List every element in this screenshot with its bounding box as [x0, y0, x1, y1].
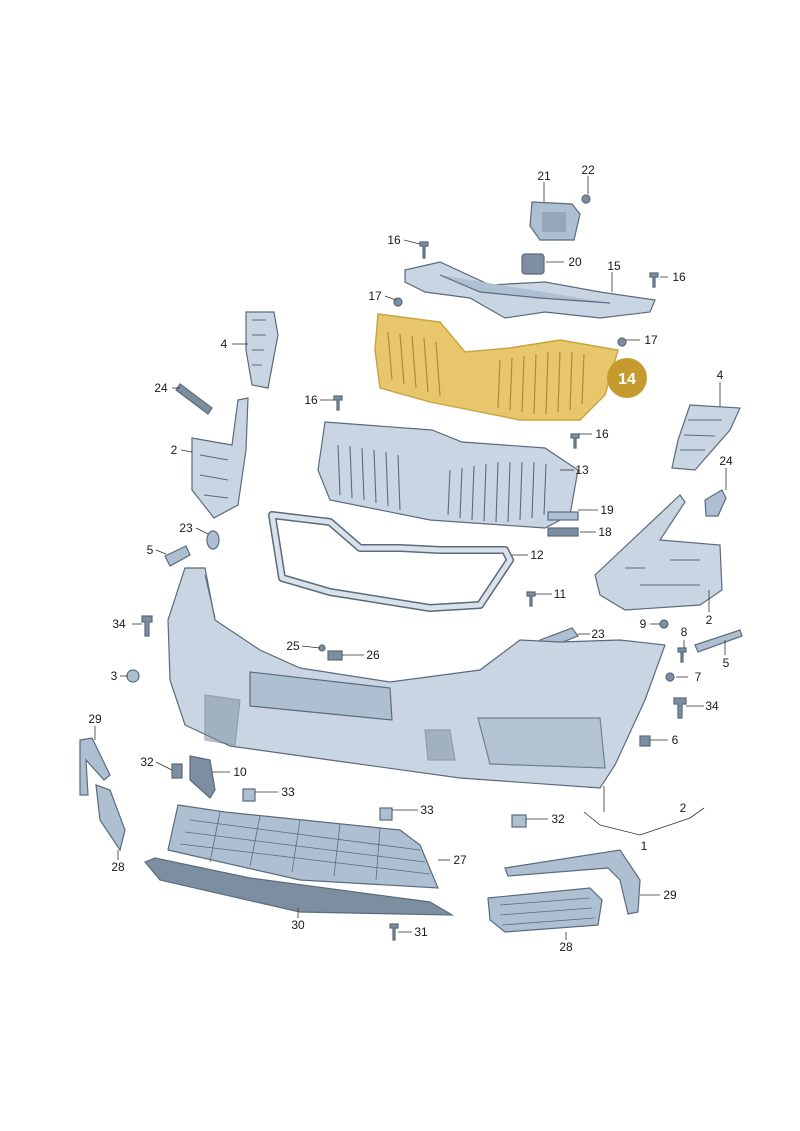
highlight-badge-14: 14	[607, 358, 647, 398]
callout-5: 5	[147, 543, 154, 557]
callout-29: 29	[88, 712, 102, 726]
callout-11: 11	[554, 587, 567, 601]
part-2-guide-right[interactable]	[594, 494, 723, 611]
callout-28: 28	[559, 940, 573, 954]
callout-4: 4	[221, 337, 228, 351]
part-17-clip-right[interactable]	[617, 337, 627, 347]
part-3-cap[interactable]	[126, 669, 140, 683]
callout-15: 15	[607, 259, 621, 273]
callout-24: 24	[154, 381, 168, 395]
part-2-guide-left[interactable]	[191, 397, 249, 519]
callout-16: 16	[595, 427, 609, 441]
part-7-nut[interactable]	[665, 672, 675, 682]
callout-18: 18	[598, 525, 612, 539]
part-14-grille-trim-highlighted[interactable]	[374, 313, 619, 421]
part-28-grille-left[interactable]	[95, 784, 126, 852]
callout-22: 22	[581, 163, 595, 177]
part-4-bracket-right[interactable]	[671, 404, 741, 471]
part-31-screw[interactable]	[389, 923, 399, 941]
leader-lines	[94, 176, 727, 940]
part-callout-labels: 21 22 16 20 15 16 17 17 4 4 24 16 16 2 1…	[88, 163, 733, 954]
callout-3: 3	[111, 669, 118, 683]
callout-4: 4	[717, 368, 724, 382]
part-16-screw-mid-left[interactable]	[333, 395, 343, 411]
callout-6: 6	[672, 733, 679, 747]
callout-32: 32	[140, 755, 154, 769]
callout-28: 28	[111, 860, 125, 874]
callout-16: 16	[304, 393, 318, 407]
part-21-bracket[interactable]	[529, 201, 581, 241]
part-17-clip-left[interactable]	[393, 297, 403, 307]
part-24-bolt-left[interactable]	[175, 383, 213, 415]
callout-26: 26	[366, 648, 380, 662]
part-32-clip-right[interactable]	[511, 814, 527, 828]
part-16-screw-top[interactable]	[419, 241, 429, 259]
part-19-clip[interactable]	[547, 511, 579, 521]
callout-25: 25	[286, 639, 300, 653]
callout-32: 32	[551, 812, 565, 826]
callout-33: 33	[420, 803, 434, 817]
part-5-clip-right[interactable]	[694, 629, 743, 653]
part-29-trim-right[interactable]	[504, 849, 641, 915]
callout-34: 34	[705, 699, 719, 713]
callout-16: 16	[672, 270, 686, 284]
callout-24: 24	[719, 454, 733, 468]
part-9-nut[interactable]	[659, 619, 669, 629]
callout-23: 23	[179, 521, 193, 535]
callout-2: 2	[680, 801, 687, 815]
callout-27: 27	[453, 853, 467, 867]
callout-30: 30	[291, 918, 305, 932]
part-18-clip[interactable]	[547, 527, 579, 537]
part-30-spoiler[interactable]	[144, 857, 455, 916]
part-16-screw-mid-right[interactable]	[570, 433, 580, 449]
part-28-grille-right[interactable]	[487, 887, 603, 933]
part-16-screw-right[interactable]	[649, 272, 659, 288]
part-26-clip[interactable]	[327, 650, 343, 661]
callout-19: 19	[600, 503, 614, 517]
callout-5: 5	[723, 656, 730, 670]
part-24-bolt-right[interactable]	[704, 489, 727, 517]
callout-7: 7	[695, 670, 702, 684]
callout-13: 13	[575, 463, 589, 477]
part-1-bumper-cover[interactable]	[167, 567, 666, 789]
part-32-clip-left[interactable]	[171, 763, 183, 779]
callout-1: 1	[641, 839, 648, 853]
part-12-grille-frame[interactable]	[268, 511, 514, 612]
part-34-sensor-right[interactable]	[673, 697, 687, 719]
callout-20: 20	[568, 255, 582, 269]
part-6-clip[interactable]	[639, 735, 651, 747]
callout-2: 2	[171, 443, 178, 457]
callout-34: 34	[112, 617, 126, 631]
part-29-trim-left[interactable]	[79, 737, 111, 796]
callout-2: 2	[706, 613, 713, 627]
callout-33: 33	[281, 785, 295, 799]
part-34-sensor-left[interactable]	[141, 615, 153, 637]
part-33-clip-left[interactable]	[242, 788, 256, 802]
highlight-badge-label: 14	[618, 371, 636, 388]
part-23-cap-left[interactable]	[206, 530, 220, 550]
part-33-clip-center[interactable]	[379, 807, 393, 821]
part-10-bracket[interactable]	[189, 755, 216, 799]
part-20-sensor[interactable]	[521, 253, 545, 275]
callout-23: 23	[591, 627, 605, 641]
part-27-lower-grille[interactable]	[167, 804, 439, 889]
callout-12: 12	[530, 548, 544, 562]
part-11-screw[interactable]	[526, 591, 536, 607]
callout-21: 21	[537, 169, 551, 183]
callout-29: 29	[663, 888, 677, 902]
callout-10: 10	[233, 765, 247, 779]
callout-31: 31	[414, 925, 428, 939]
part-22-screw[interactable]	[581, 194, 591, 204]
callout-9: 9	[640, 617, 647, 631]
part-15-carrier[interactable]	[404, 261, 656, 319]
callout-17: 17	[368, 289, 382, 303]
callout-8: 8	[681, 625, 688, 639]
part-13-radiator-grille[interactable]	[317, 421, 579, 529]
part-4-bracket-left[interactable]	[245, 311, 279, 389]
part-5-clip-left[interactable]	[164, 545, 191, 567]
callout-17: 17	[644, 333, 658, 347]
callout-16: 16	[387, 233, 401, 247]
part-8-screw[interactable]	[677, 647, 687, 663]
